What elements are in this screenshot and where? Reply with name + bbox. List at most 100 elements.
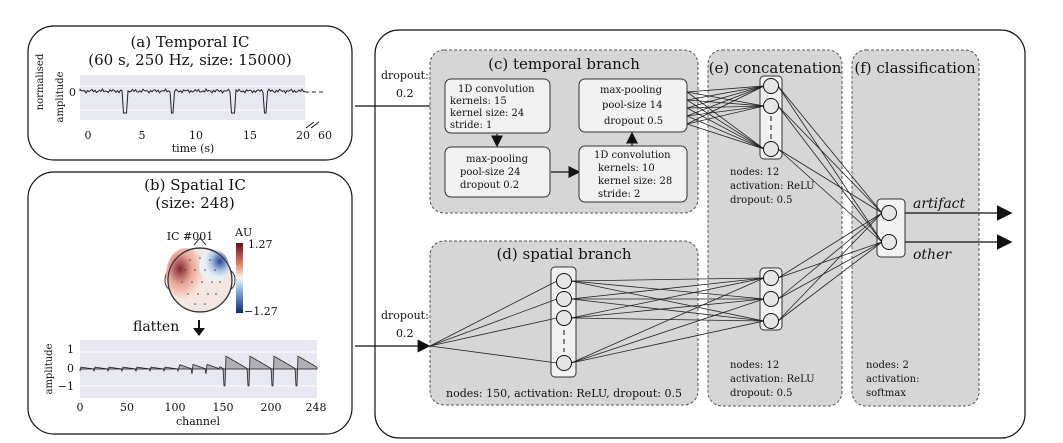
temporal-plot-area (80, 75, 305, 120)
temporal-ylabel-1: normalised (35, 53, 46, 110)
output-node (881, 205, 897, 221)
connection-line (686, 99, 765, 150)
connection-line (777, 105, 883, 214)
panel-spatial-ic: (b) Spatial IC (size: 248) IC #001 AU 1.… (27, 171, 353, 435)
output-label-other: other (913, 247, 952, 263)
connection-line (777, 241, 883, 322)
colorbar-unit: AU (234, 226, 252, 239)
connection-line (686, 105, 765, 117)
pool2-line: dropout 0.5 (604, 116, 663, 127)
conv1-line: stride: 1 (450, 120, 492, 131)
connection-line (686, 99, 765, 107)
head-topomap (164, 237, 236, 313)
dense-node (556, 310, 572, 326)
concat-node (763, 313, 779, 329)
conv2-line: kernel size: 28 (598, 176, 672, 187)
ic-label: IC #001 (167, 230, 213, 243)
connection-line (777, 241, 883, 300)
spatial-ylabel: amplitude (44, 343, 55, 394)
connection-line (570, 277, 765, 300)
output-node (881, 234, 897, 250)
dropout-top-value: 0.2 (396, 87, 414, 100)
colorbar (236, 243, 243, 313)
concat-top-info: dropout: 0.5 (730, 195, 793, 206)
conv1-line: kernel size: 24 (450, 108, 524, 119)
connection-line (777, 212, 883, 279)
temporal-xtick: 5 (139, 129, 146, 142)
connection-line (686, 85, 765, 117)
pool1-line: dropout 0.2 (460, 180, 519, 191)
connection-line (686, 123, 765, 150)
spatial-signal-line (79, 355, 318, 387)
conv2-line: kernels: 10 (598, 163, 655, 174)
connection-line (686, 91, 765, 107)
classification-title: (f) classification (854, 59, 976, 77)
spatial-ytick: 1 (67, 343, 74, 356)
connection-line (777, 212, 883, 300)
connection-line (777, 85, 883, 243)
connection-line (429, 317, 558, 347)
output-label-artifact: artifact (913, 196, 966, 212)
pool1-line: max-pooling (466, 154, 529, 165)
network-connections (429, 85, 883, 364)
connection-line (570, 298, 765, 319)
concat-node (763, 98, 779, 114)
panel-b-title: (b) Spatial IC (144, 176, 246, 194)
concat-top-info: nodes: 12 (730, 167, 779, 178)
conv2-line: stride: 2 (598, 189, 640, 200)
panel-temporal-ic: (a) Temporal IC (60 s, 250 Hz, size: 150… (27, 25, 353, 161)
spatial-ytick: 0 (67, 362, 74, 375)
pool2-line: max-pooling (600, 85, 663, 96)
panel-a-subtitle: (60 s, 250 Hz, size: 15000) (88, 51, 292, 69)
dense-node (556, 355, 572, 371)
concat-node (763, 141, 779, 157)
conv2-box (578, 145, 688, 203)
temporal-xtick: 15 (243, 129, 257, 142)
conv1-box (444, 78, 551, 134)
temporal-ylabel-2: amplitude (55, 71, 66, 122)
spatial-xtick: 248 (306, 401, 327, 414)
concat-node (763, 78, 779, 94)
connection-line (429, 298, 558, 347)
concat-bottom-info: activation: ReLU (730, 374, 815, 385)
panel-a-title: (a) Temporal IC (130, 33, 249, 51)
connection-line (429, 280, 558, 347)
network-nodes (556, 78, 897, 371)
connection-line (570, 298, 765, 322)
connection-line (686, 91, 765, 150)
panel-b-subtitle: (size: 248) (155, 194, 234, 212)
connection-line (570, 277, 765, 364)
connection-line (686, 115, 765, 150)
connection-line (686, 105, 765, 109)
concat-title: (e) concatenation (709, 59, 842, 77)
concat-node (763, 270, 779, 286)
classification-panel: (f) classification nodes: 2 activation: … (851, 49, 980, 407)
connection-line (570, 277, 765, 282)
colorbar-min: −1.27 (244, 305, 278, 318)
pool1-box (444, 146, 551, 198)
connection-line (570, 317, 765, 322)
connection-line (777, 85, 883, 214)
concat-top-info: activation: ReLU (730, 181, 815, 192)
dropout-bottom-label: dropout: (381, 309, 429, 322)
concat-bottom-info: dropout: 0.5 (730, 388, 793, 399)
flatten-label: flatten (133, 319, 179, 335)
pool1-line: pool-size 24 (460, 167, 520, 178)
spatial-branch-title: (d) spatial branch (496, 245, 631, 263)
temporal-xlabel: time (s) (172, 142, 215, 155)
concat-bottom-info: nodes: 12 (730, 360, 779, 371)
temporal-branch-title: (c) temporal branch (488, 55, 640, 73)
spatial-xtick: 200 (261, 401, 282, 414)
connection-line (686, 85, 765, 93)
spatial-ytick: −1 (58, 380, 74, 393)
spatial-xlabel: channel (176, 415, 220, 428)
connection-line (570, 280, 765, 300)
dropout-top-label: dropout: (381, 69, 429, 82)
temporal-xtick: 0 (85, 129, 92, 142)
spatial-branch-info: nodes: 150, activation: ReLU, dropout: 0… (446, 387, 682, 400)
connection-line (777, 148, 883, 243)
dropout-bottom-value: 0.2 (396, 327, 414, 340)
conv1-line: kernels: 15 (450, 96, 507, 107)
connection-line (570, 280, 765, 322)
